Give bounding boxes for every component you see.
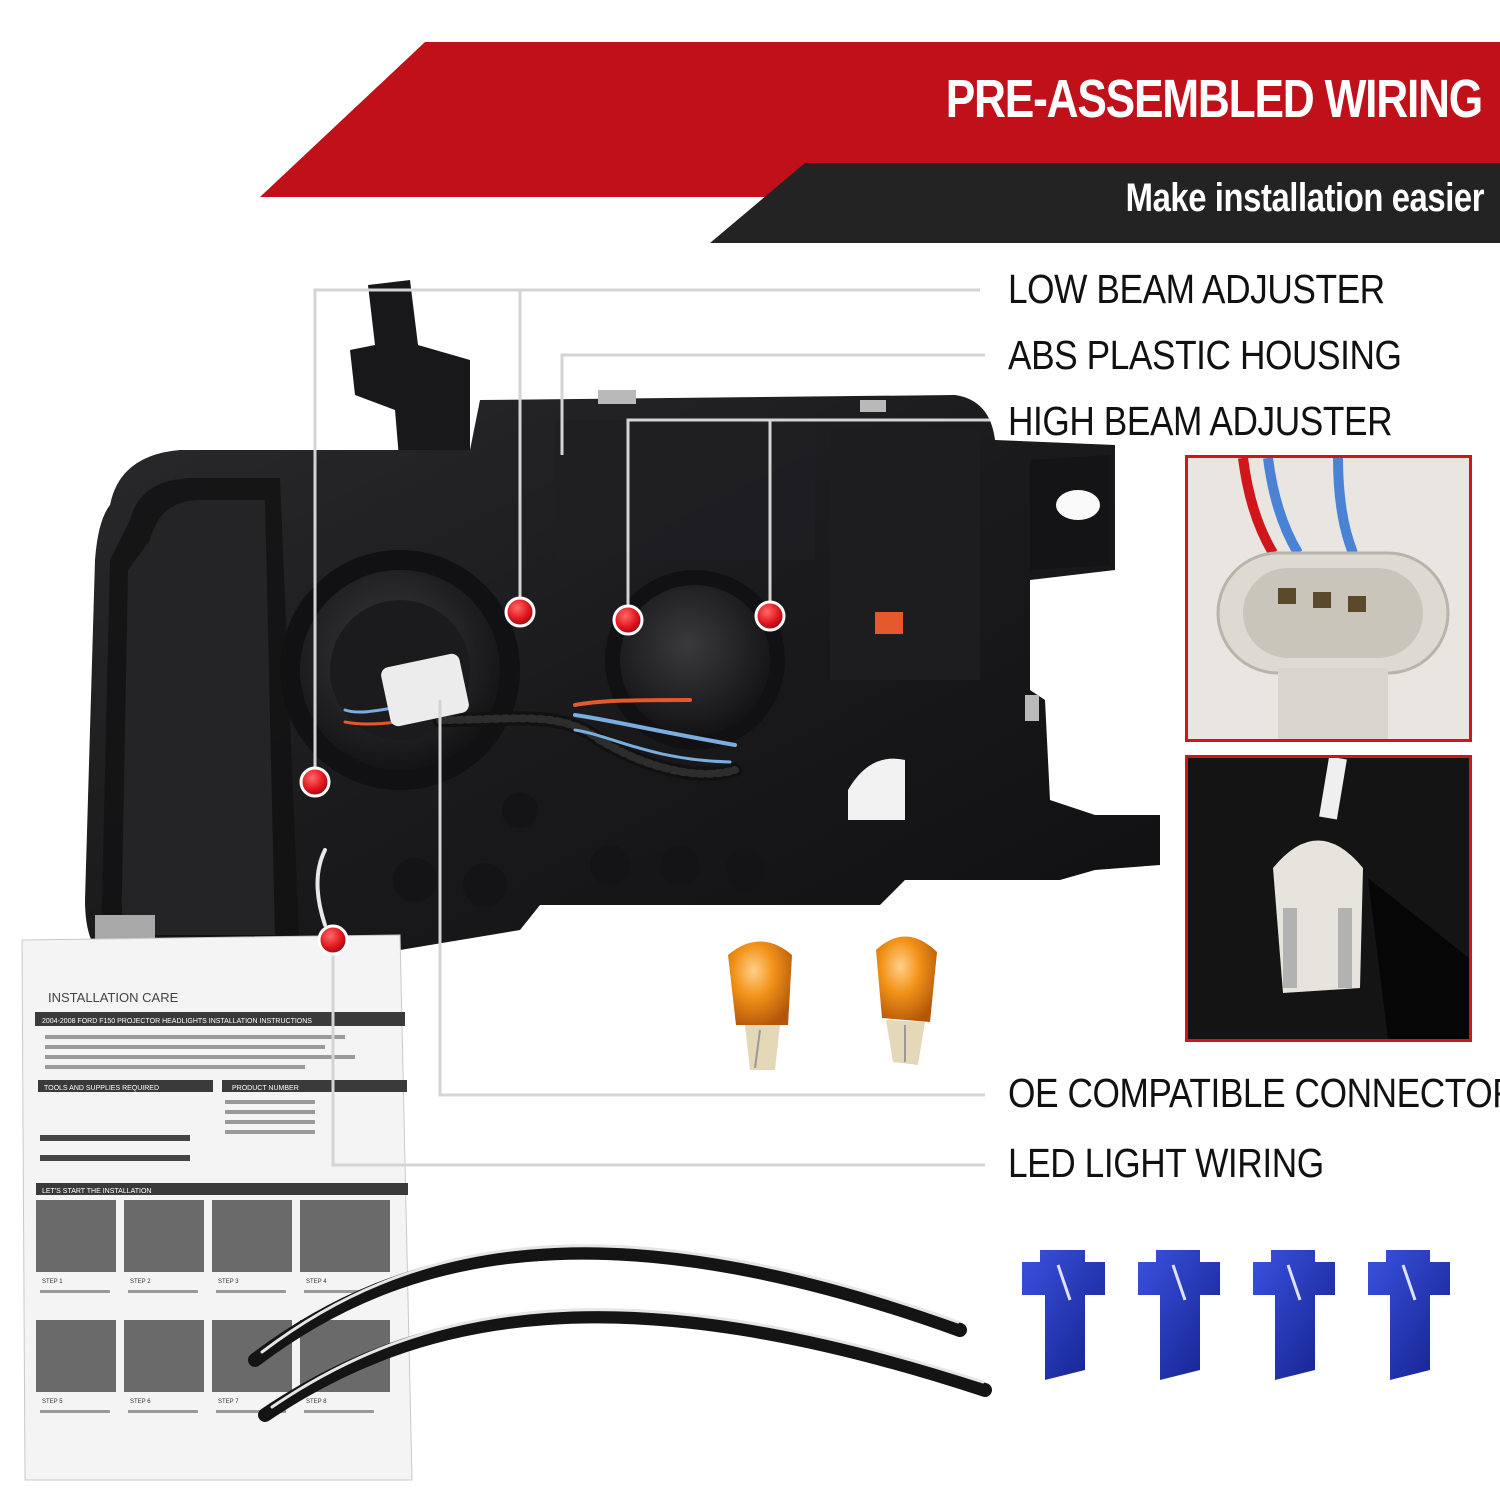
callout-label-abs-plastic-housing: ABS PLASTIC HOUSING xyxy=(1008,332,1402,378)
bulb-icon xyxy=(728,941,792,1070)
callout-label-oe-compatible-connectors: OE COMPATIBLE CONNECTORS xyxy=(1008,1070,1500,1116)
manual-step-label: STEP 3 xyxy=(218,1279,239,1285)
header-banner-red xyxy=(260,42,1500,197)
manual-step-label: STEP 5 xyxy=(42,1399,63,1405)
manual-step-label: STEP 2 xyxy=(130,1279,151,1285)
manual-step-label: STEP 8 xyxy=(306,1399,327,1405)
manual-step-label: STEP 6 xyxy=(130,1399,151,1405)
wiring-harness xyxy=(315,698,742,927)
manual-tools-heading: TOOLS AND SUPPLIES REQUIRED xyxy=(44,1085,159,1092)
wire-tap-connector-icon xyxy=(1022,1250,1105,1380)
manual-step-label: STEP 1 xyxy=(42,1279,63,1285)
callout-marker xyxy=(299,596,786,956)
manual-product-heading: PRODUCT NUMBER xyxy=(232,1085,299,1092)
connector-plug xyxy=(381,653,469,727)
callout-label-high-beam-adjuster: HIGH BEAM ADJUSTER xyxy=(1008,398,1393,444)
wedge-bulb-icon xyxy=(1273,758,1469,1039)
banner-title: PRE-ASSEMBLED WIRING xyxy=(945,69,1484,129)
inset-wedge-bulb-photo xyxy=(1185,755,1472,1042)
banner-subtitle: Make installation easier xyxy=(1125,176,1485,220)
wire-tap-connector-icon xyxy=(1253,1250,1335,1380)
manual-title: INSTALLATION CARE xyxy=(48,990,179,1005)
callout-label-low-beam-adjuster: LOW BEAM ADJUSTER xyxy=(1008,266,1385,312)
bulb-icon xyxy=(876,936,937,1065)
callout-label-led-light-wiring: LED LIGHT WIRING xyxy=(1008,1140,1324,1186)
inset-connector-photo xyxy=(1185,455,1472,742)
manual-step-label: STEP 4 xyxy=(306,1279,327,1285)
headlight-housing xyxy=(85,280,1160,960)
manual-start-heading: LET'S START THE INSTALLATION xyxy=(42,1188,151,1195)
led-strip-icon xyxy=(248,1244,992,1422)
wire-tap-connector-icon xyxy=(1138,1250,1220,1380)
header-banner-dark xyxy=(710,163,1500,243)
wire-tap-connector-icon xyxy=(1368,1250,1450,1380)
manual-step-label: STEP 7 xyxy=(218,1399,239,1405)
instruction-manual: INSTALLATION CARE 2004-2008 FORD F150 PR… xyxy=(21,934,413,1481)
leader-lines xyxy=(313,288,990,1167)
manual-subtitle: 2004-2008 FORD F150 PROJECTOR HEADLIGHTS… xyxy=(42,1018,312,1025)
connector-plug-icon xyxy=(1216,458,1450,739)
